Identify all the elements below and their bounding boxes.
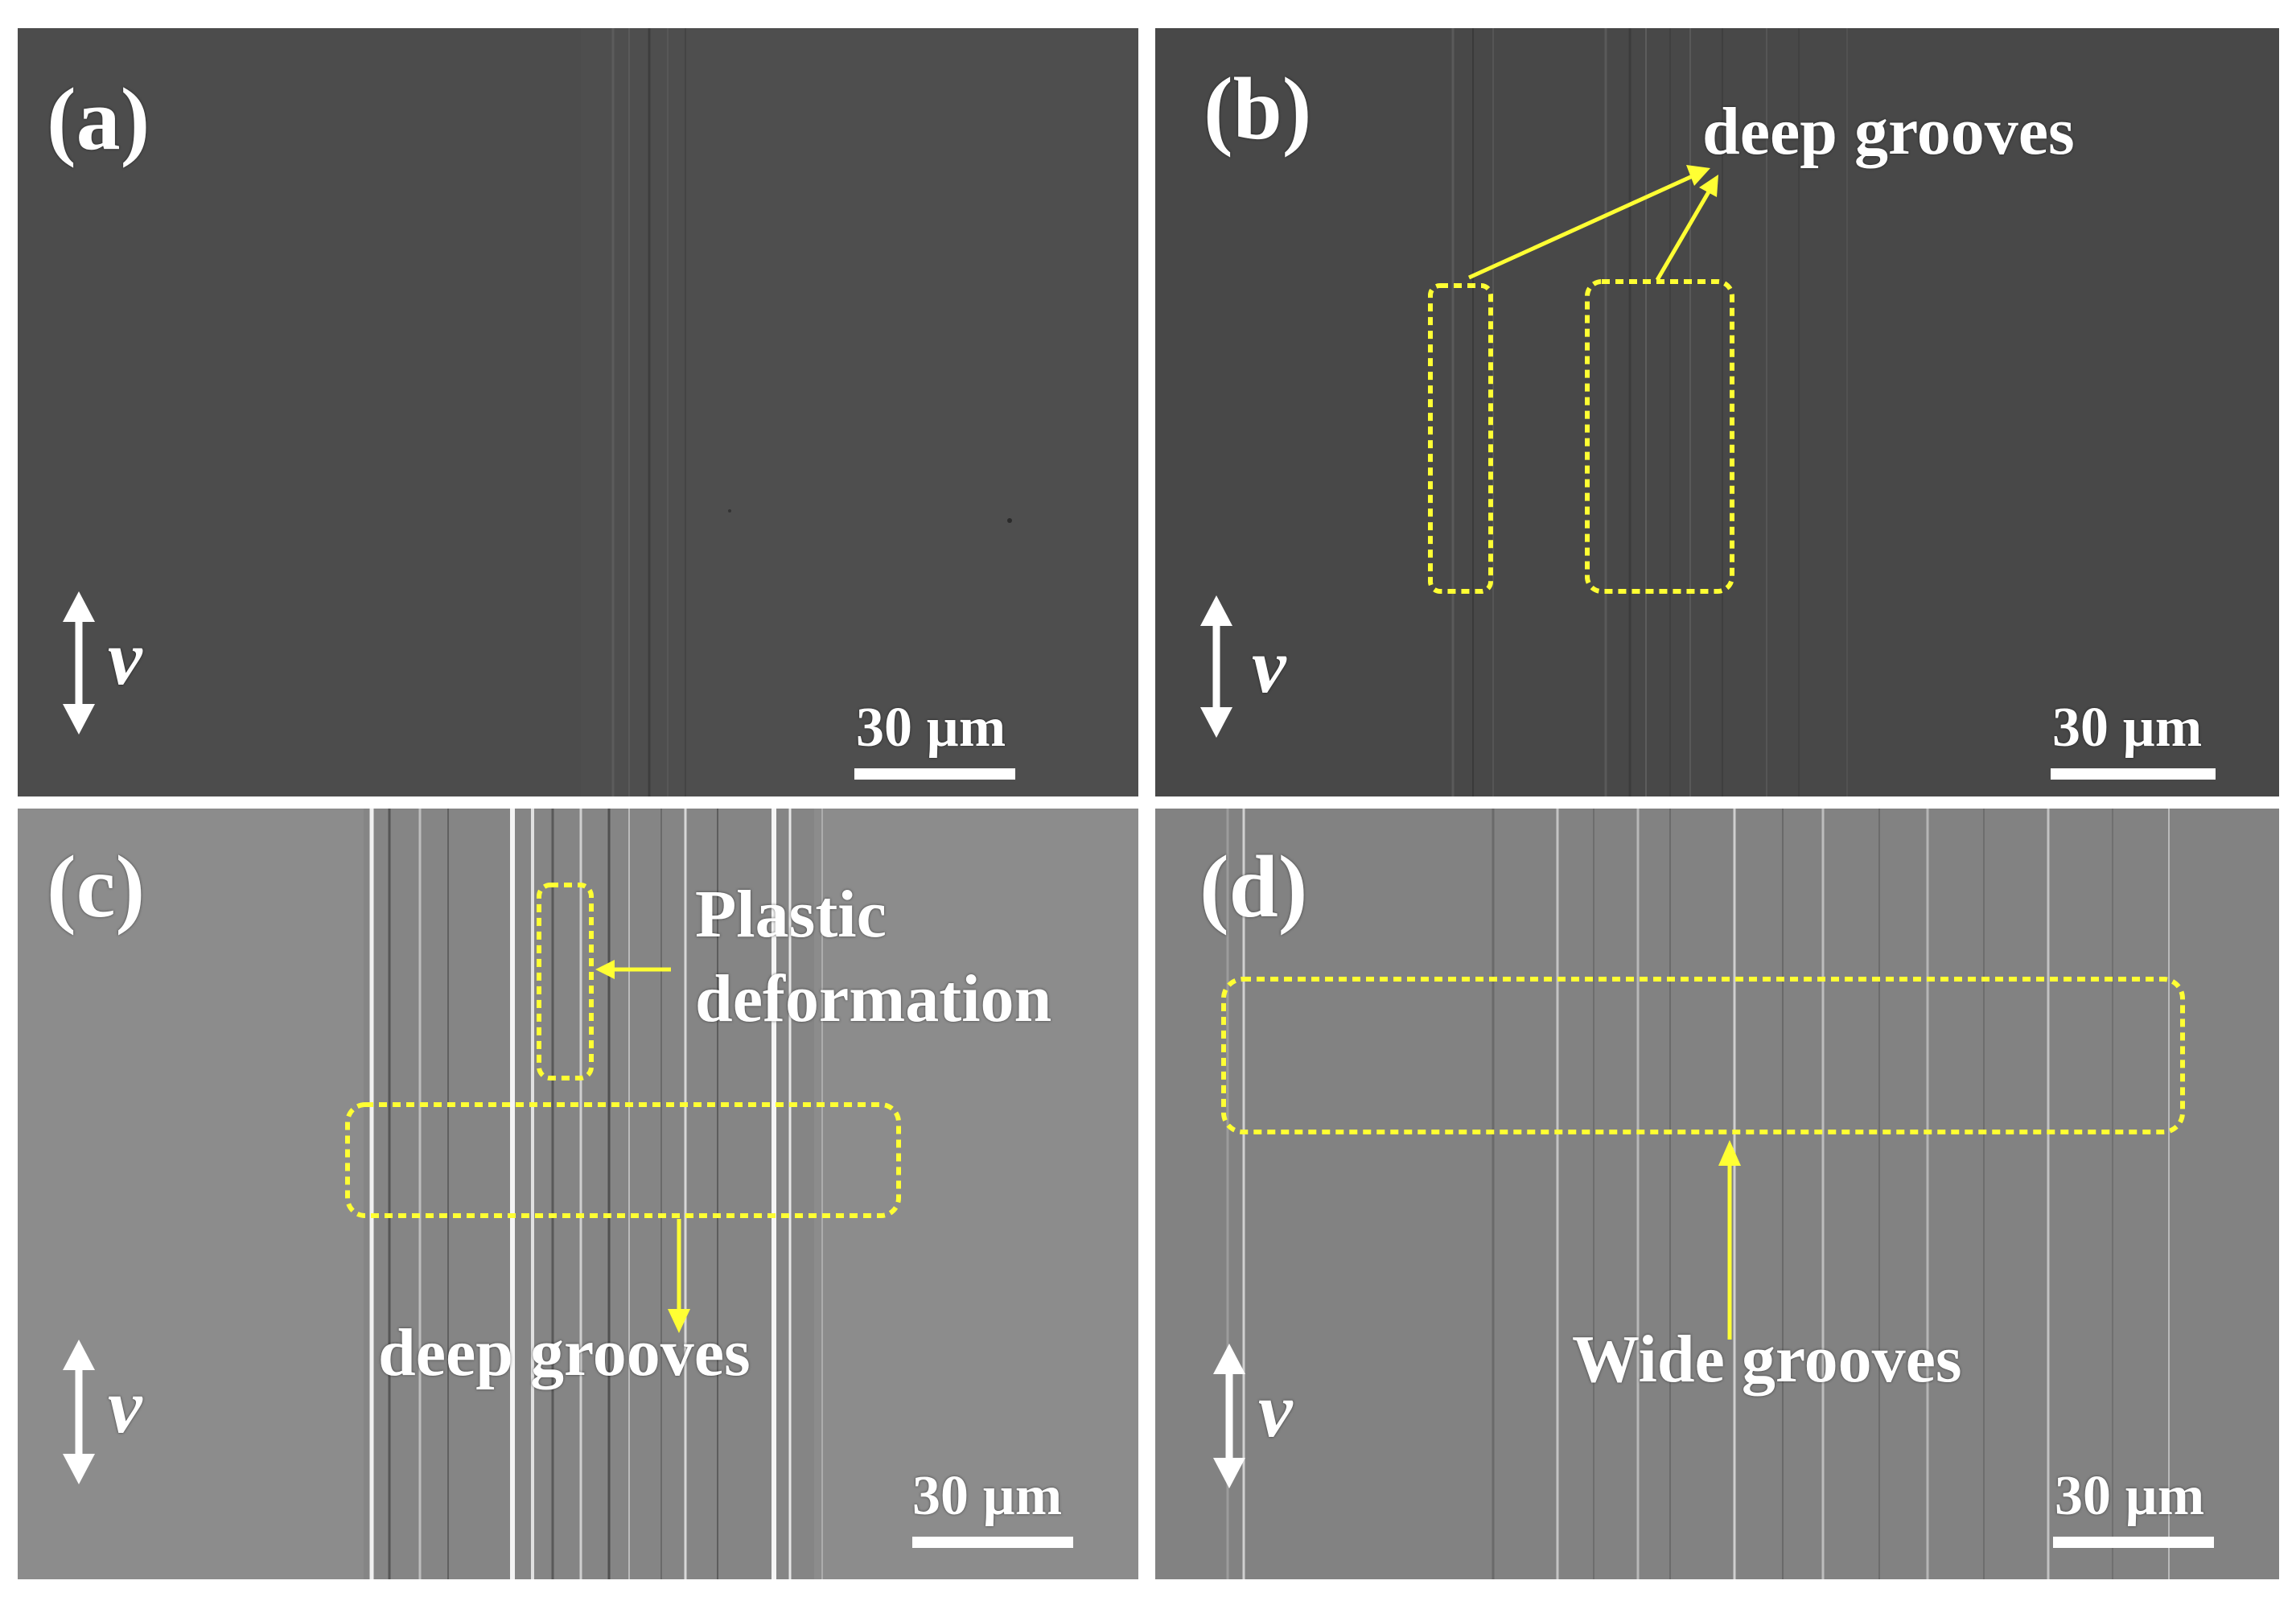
scale-bar-c [912, 1537, 1073, 1548]
annotations-b [1200, 165, 1734, 738]
panel-b: (b) deep grooves v 30 µm [1155, 28, 2279, 796]
sem-image-a [18, 28, 1138, 796]
groove-box-b-left [1428, 283, 1493, 594]
scale-text-d: 30 µm [2055, 1465, 2205, 1527]
panel-label-a: (a) [47, 70, 150, 168]
note-wide-grooves-d: Wide grooves [1572, 1322, 1962, 1397]
groove-box-d [1221, 977, 2185, 1134]
scale-text-c: 30 µm [912, 1465, 1063, 1527]
panel-d: (d) Wide grooves v 30 µm [1155, 809, 2279, 1579]
velocity-label-c: v [108, 1363, 142, 1449]
sem-image-c [18, 809, 1138, 1579]
velocity-label-a: v [108, 615, 142, 701]
scale-bar-a [854, 768, 1015, 780]
note-deformation-c: deformation [695, 961, 1052, 1036]
arrow-b-1 [1467, 172, 1697, 280]
scale-bar-d [2053, 1537, 2214, 1548]
panel-label-b: (b) [1204, 60, 1312, 158]
scale-text-b: 30 µm [2052, 697, 2203, 759]
panel-c: (c) Plastic deformation deep grooves v 3… [18, 809, 1138, 1579]
velocity-label-b: v [1252, 623, 1286, 709]
sem-image-b [1155, 28, 2279, 796]
scale-bar-b [2051, 768, 2216, 780]
deformation-box-c [537, 883, 594, 1080]
arrow-b-2 [1655, 187, 1713, 282]
panel-label-c: (c) [47, 838, 146, 936]
note-plastic-c: Plastic [695, 877, 887, 952]
sem-image-d [1155, 809, 2279, 1579]
velocity-arrow-a [63, 591, 95, 735]
note-deep-grooves-c: deep grooves [378, 1315, 751, 1390]
velocity-label-d: v [1258, 1367, 1293, 1453]
note-deep-grooves-b: deep grooves [1702, 94, 2075, 169]
annotations-c [63, 883, 901, 1484]
panel-a: (a) v 30 µm [18, 28, 1138, 796]
groove-box-b-right [1585, 279, 1734, 594]
groove-box-c [345, 1102, 901, 1218]
panel-label-d: (d) [1199, 838, 1308, 936]
scale-text-a: 30 µm [856, 697, 1006, 759]
annotations-d [1213, 977, 2185, 1488]
